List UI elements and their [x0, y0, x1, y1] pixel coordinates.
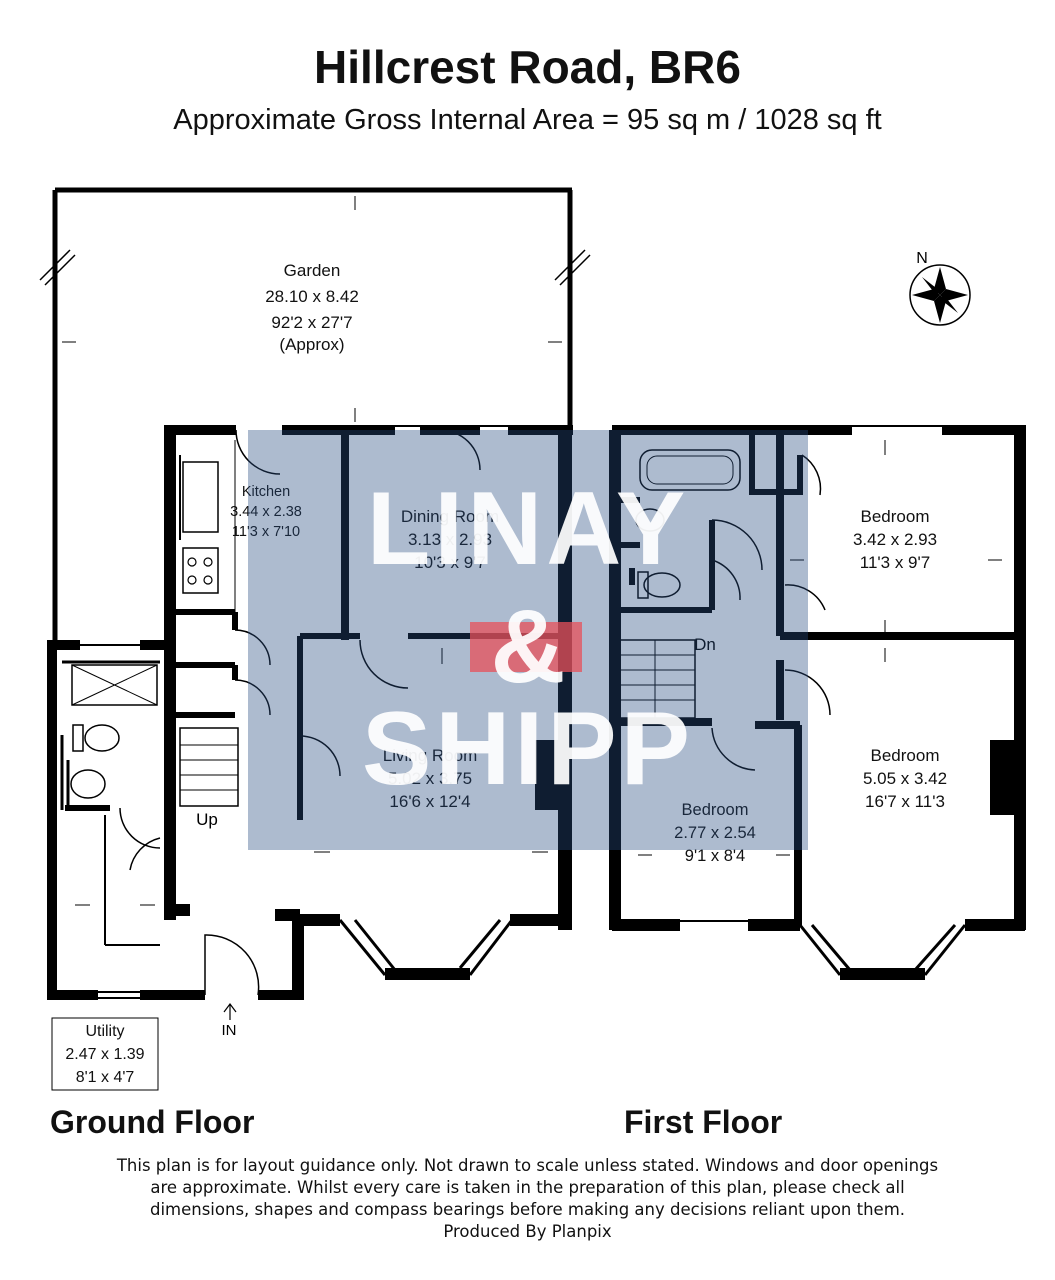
living-imperial: 16'6 x 12'4: [389, 792, 470, 811]
garden-imperial: 92'2 x 27'7: [271, 313, 352, 332]
utility-label: Utility 2.47 x 1.39 8'1 x 4'7: [65, 1023, 144, 1086]
entrance-arrow-icon: [223, 1003, 237, 1020]
bedroom1-label: Bedroom 3.42 x 2.93 11'3 x 9'7: [853, 507, 937, 572]
area-subtitle: Approximate Gross Internal Area = 95 sq …: [173, 104, 882, 136]
living-name: Living Room: [383, 746, 478, 765]
stairs-down-label: Dn: [694, 635, 716, 654]
utility-name: Utility: [85, 1023, 124, 1040]
disclaimer-text: This plan is for layout guidance only. N…: [60, 1155, 995, 1243]
garden-name: Garden: [284, 261, 341, 280]
bedroom1-name: Bedroom: [861, 507, 930, 526]
disclaimer-line: This plan is for layout guidance only. N…: [116, 1156, 939, 1175]
utility-metric: 2.47 x 1.39: [65, 1046, 144, 1063]
kitchen-metric: 3.44 x 2.38: [230, 504, 302, 520]
kitchen-label: Kitchen 3.44 x 2.38 11'3 x 7'10: [230, 484, 302, 540]
bedroom2-metric: 5.05 x 3.42: [863, 769, 947, 788]
garden-label: Garden 28.10 x 8.42 92'2 x 27'7 (Approx): [265, 261, 359, 354]
watermark-line3: SHIPP: [361, 691, 695, 807]
dimension-arrows: [62, 196, 1002, 906]
garden-note: (Approx): [279, 335, 344, 354]
bedroom3-label: Bedroom 2.77 x 2.54 9'1 x 8'4: [674, 801, 756, 865]
bedroom3-imperial: 9'1 x 8'4: [685, 847, 745, 865]
kitchen-name: Kitchen: [242, 484, 290, 500]
producer-credit: Produced By Planpix: [443, 1222, 612, 1241]
entrance-label: IN: [222, 1022, 237, 1039]
watermark-line2: &: [490, 589, 566, 705]
plan-title: Hillcrest Road, BR6: [314, 41, 741, 93]
compass-icon: [909, 264, 971, 326]
kitchen-imperial: 11'3 x 7'10: [232, 524, 300, 540]
watermark-brick-logo: [470, 622, 582, 672]
bedroom2-label: Bedroom 5.05 x 3.42 16'7 x 11'3: [863, 746, 947, 811]
disclaimer-line: dimensions, shapes and compass bearings …: [149, 1200, 906, 1219]
utility-imperial: 8'1 x 4'7: [76, 1069, 135, 1086]
dining-metric: 3.13 x 2.93: [408, 530, 492, 549]
living-metric: 5.02 x 3.75: [388, 769, 472, 788]
dining-name: Dining Room: [401, 507, 499, 526]
ground-floor-walls: [39, 187, 591, 1091]
bedroom3-metric: 2.77 x 2.54: [674, 824, 756, 842]
first-floor-label: First Floor: [624, 1104, 783, 1140]
dining-label: Dining Room 3.13 x 2.93 10'3 x 9'7: [401, 507, 499, 572]
dining-imperial: 10'3 x 9'7: [414, 553, 486, 572]
watermark-line1: LINAY: [366, 471, 690, 587]
bedroom1-metric: 3.42 x 2.93: [853, 530, 937, 549]
bedroom2-imperial: 16'7 x 11'3: [865, 792, 945, 811]
living-label: Living Room 5.02 x 3.75 16'6 x 12'4: [383, 746, 478, 811]
bedroom1-imperial: 11'3 x 9'7: [860, 553, 930, 572]
disclaimer-line: are approximate. Whilst every care is ta…: [150, 1178, 905, 1197]
ground-floor-label: Ground Floor: [50, 1104, 255, 1140]
stairs-up-label: Up: [196, 810, 218, 829]
bedroom3-name: Bedroom: [682, 801, 749, 819]
bedroom2-name: Bedroom: [871, 746, 940, 765]
garden-metric: 28.10 x 8.42: [265, 287, 359, 306]
compass-north-label: N: [916, 250, 928, 267]
first-floor-walls: [609, 425, 1026, 980]
